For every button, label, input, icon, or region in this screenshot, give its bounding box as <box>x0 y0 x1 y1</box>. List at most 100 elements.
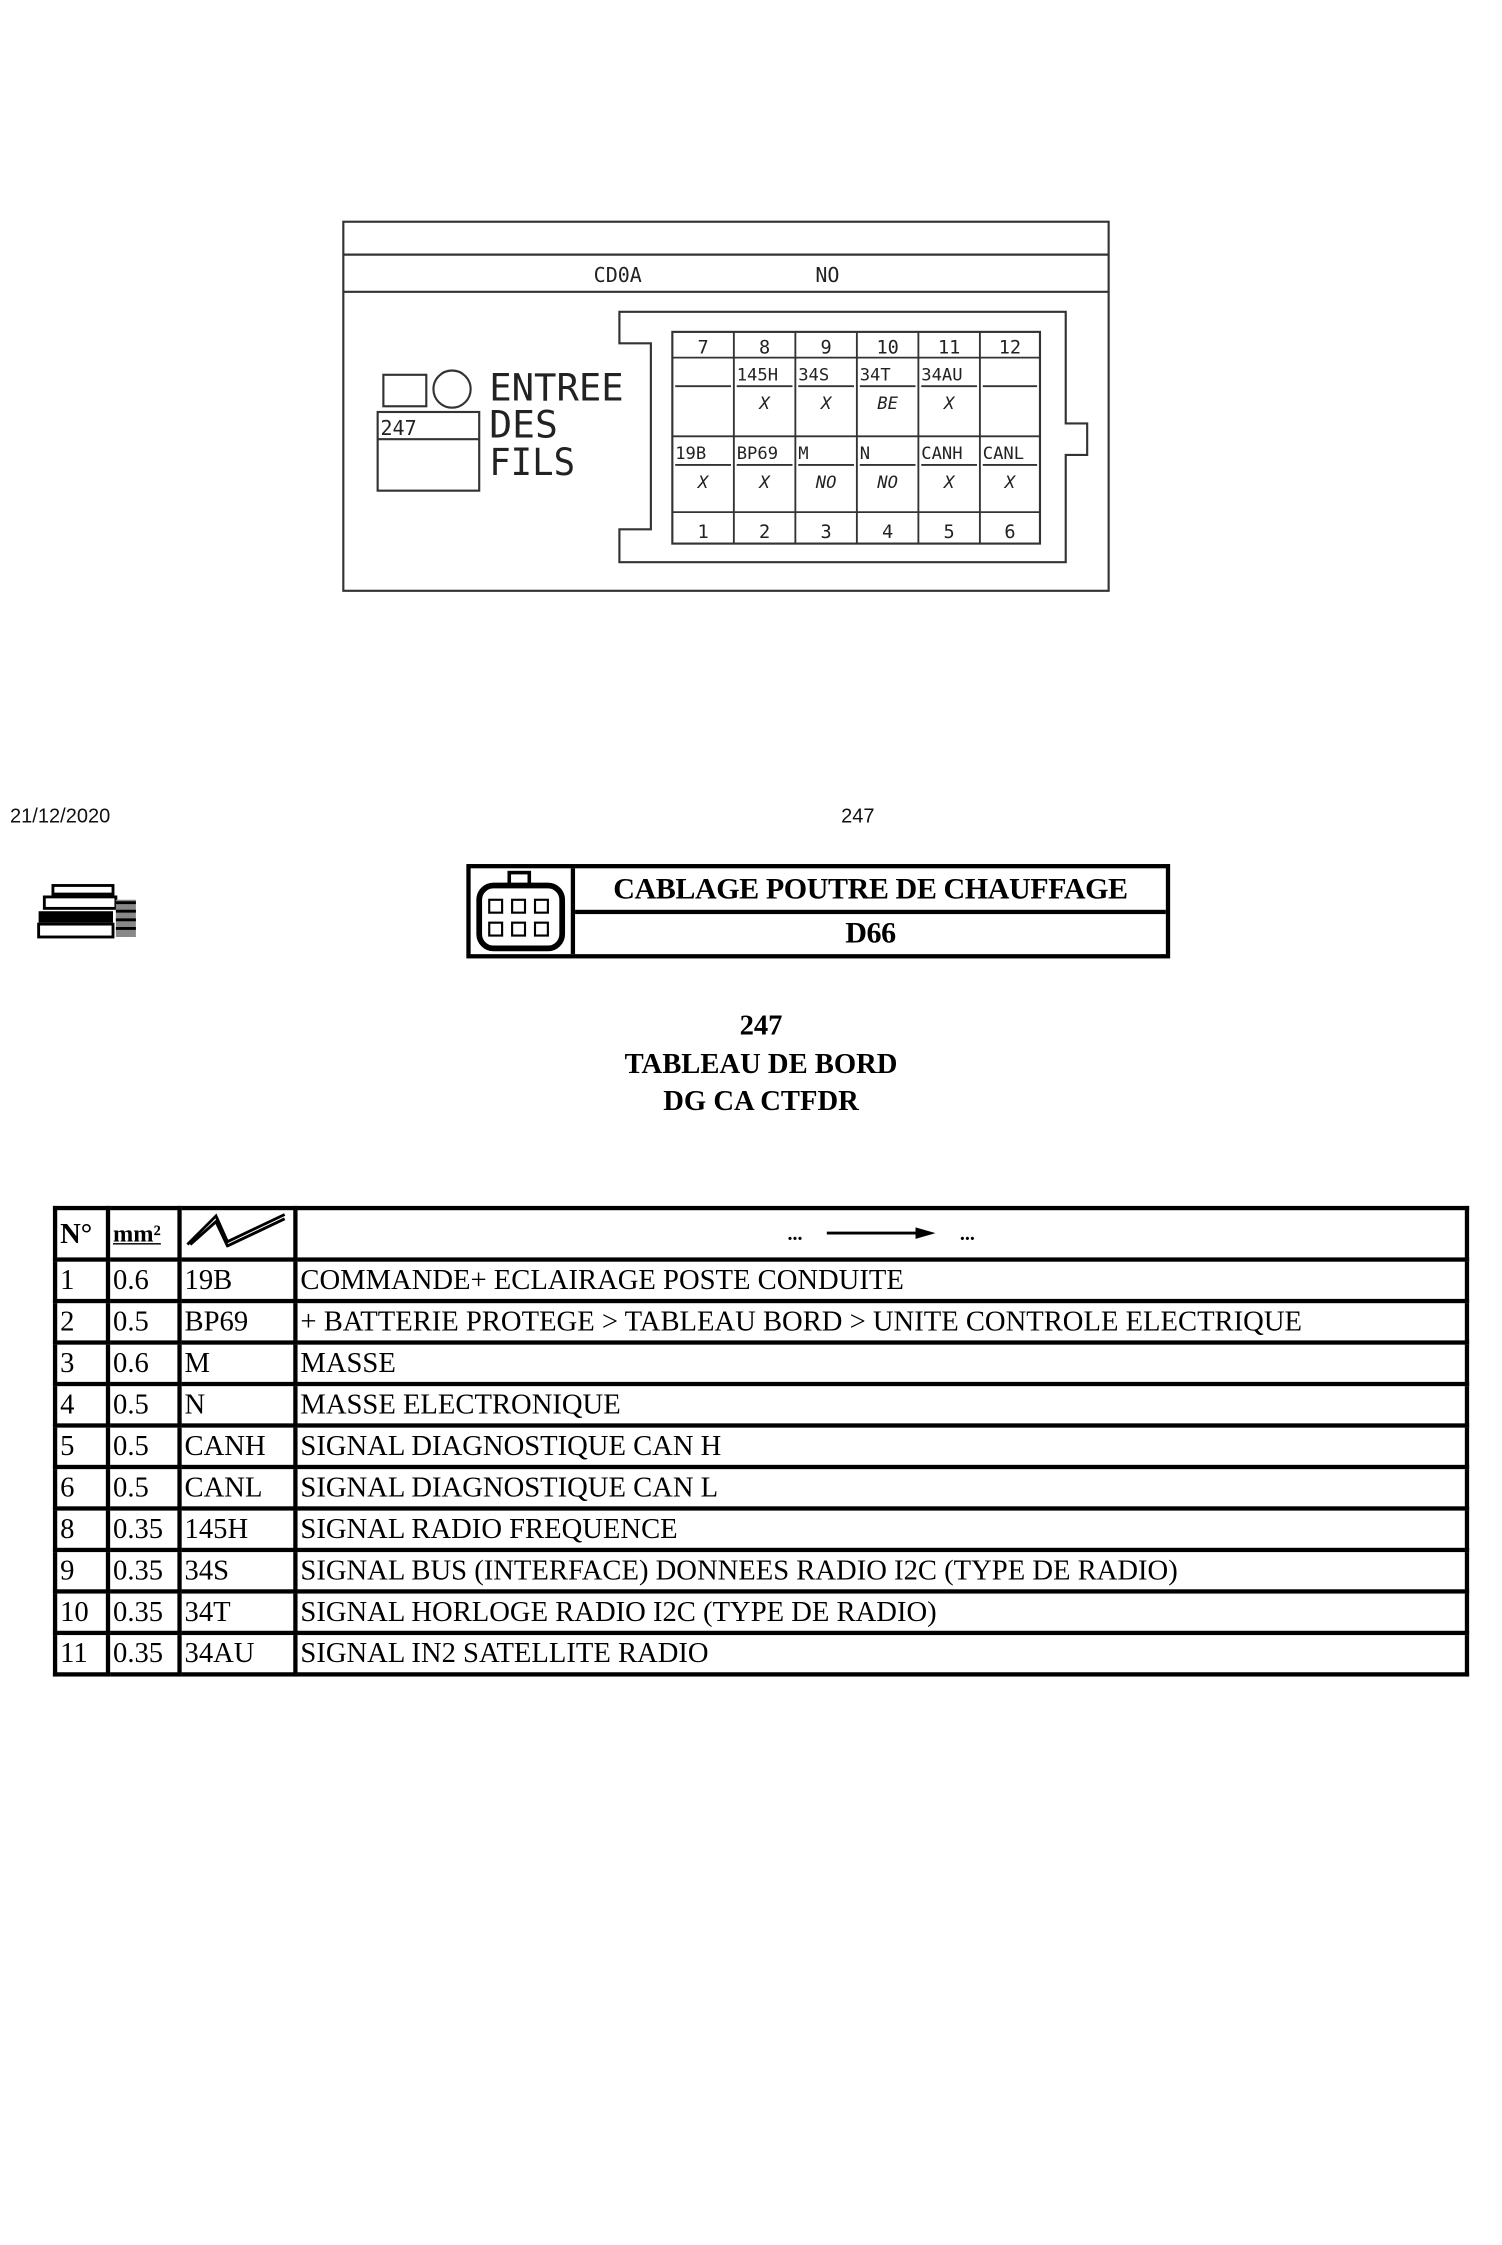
connector-diagram: CD0A NO 719BX18145HXBP69X2934SXMNO31034T… <box>342 220 1110 592</box>
pin-number: 12 <box>999 337 1021 358</box>
print-date: 21/12/2020 <box>10 803 111 827</box>
header-destination: ... ... <box>293 1205 1470 1262</box>
wire-section: 0.5 <box>105 1423 182 1470</box>
document-stack-icon <box>37 884 136 939</box>
connector-icon <box>471 868 576 955</box>
wire-number: 1 <box>52 1257 111 1304</box>
pin-wire-label: 34AU <box>921 366 962 386</box>
wire-number: 11 <box>52 1630 111 1677</box>
entry-label-1: ENTREE <box>489 366 623 410</box>
wire-description: SIGNAL BUS (INTERFACE) DONNEES RADIO I2C… <box>293 1547 1470 1594</box>
header-section: mm² <box>105 1205 182 1262</box>
wire-number: 9 <box>52 1547 111 1594</box>
wire-code: 145H <box>177 1506 298 1553</box>
destination-to: ... <box>959 1224 975 1246</box>
pin-wire-label: BP69 <box>737 444 778 464</box>
wire-description: COMMANDE+ ECLAIRAGE POSTE CONDUITE <box>293 1257 1470 1304</box>
wire-code: 34T <box>177 1589 298 1636</box>
pin-mark: X <box>942 473 956 493</box>
arrow-right-icon <box>826 1227 936 1239</box>
wire-number: 4 <box>52 1381 111 1428</box>
pin-wire-label: CANL <box>983 444 1024 464</box>
connector-housing <box>618 310 1089 564</box>
pin-wire-label: CANH <box>921 444 962 464</box>
pin-mark: X <box>819 394 833 414</box>
header-no: N° <box>52 1205 111 1262</box>
pin-mark: BE <box>877 394 898 414</box>
pin-number: 8 <box>759 337 770 358</box>
pin-wire-label: 19B <box>675 444 706 464</box>
connector-header: CABLAGE POUTRE DE CHAUFFAGE D66 <box>466 864 1171 959</box>
pin-mark: X <box>757 394 771 414</box>
wire-number: 10 <box>52 1589 111 1636</box>
pin-mark: X <box>757 473 771 493</box>
component-title-block: 247 TABLEAU DE BORD DG CA CTFDR <box>475 1007 1047 1121</box>
pin-number: 3 <box>821 522 832 543</box>
pin-mark: X <box>1003 473 1017 493</box>
wire-description: + BATTERIE PROTEGE > TABLEAU BORD > UNIT… <box>293 1298 1470 1345</box>
wire-number: 3 <box>52 1340 111 1387</box>
pin-number: 1 <box>697 522 708 543</box>
wire-code: CANH <box>177 1423 298 1470</box>
wire-code: BP69 <box>177 1298 298 1345</box>
wire-section: 0.35 <box>105 1630 182 1677</box>
wire-description: SIGNAL RADIO FREQUENCE <box>293 1506 1470 1553</box>
wire-section: 0.35 <box>105 1589 182 1636</box>
wire-section: 0.5 <box>105 1464 182 1511</box>
wire-code: M <box>177 1340 298 1387</box>
pin-wire-label: M <box>798 444 808 464</box>
pin-wire-label: 34T <box>860 366 891 386</box>
pin-mark: X <box>942 394 956 414</box>
pin-wire-label: 34S <box>798 366 829 386</box>
wire-section: 0.6 <box>105 1340 182 1387</box>
connector-status: NO <box>815 263 839 287</box>
pin-number: 7 <box>697 337 708 358</box>
wire-section: 0.35 <box>105 1506 182 1553</box>
pin-number: 2 <box>759 522 770 543</box>
component-name: TABLEAU DE BORD <box>624 1047 898 1080</box>
page-number: 247 <box>841 803 875 827</box>
component-number: 247 <box>739 1009 783 1042</box>
wire-number: 8 <box>52 1506 111 1553</box>
wire-number: 2 <box>52 1298 111 1345</box>
wire-description: SIGNAL IN2 SATELLITE RADIO <box>293 1630 1470 1677</box>
entry-label-2: DES <box>489 403 558 447</box>
circle-symbol <box>432 369 472 409</box>
wire-number: 5 <box>52 1423 111 1470</box>
pin-number: 11 <box>938 337 960 358</box>
wire-section: 0.35 <box>105 1547 182 1594</box>
square-symbol <box>382 373 428 408</box>
component-ref: 247 <box>381 416 417 440</box>
wire-description: SIGNAL DIAGNOSTIQUE CAN L <box>293 1464 1470 1511</box>
wire-code: N <box>177 1381 298 1428</box>
pin-number: 9 <box>821 337 832 358</box>
wire-number: 6 <box>52 1464 111 1511</box>
pin-mark: NO <box>815 473 837 493</box>
pin-wire-label: 145H <box>737 366 778 386</box>
pin-mark: X <box>696 473 710 493</box>
wire-code: 34S <box>177 1547 298 1594</box>
pin-number: 4 <box>882 522 893 543</box>
wire-description: SIGNAL HORLOGE RADIO I2C (TYPE DE RADIO) <box>293 1589 1470 1636</box>
table-header-row: N° mm² ... ... <box>52 1205 1470 1262</box>
wire-code: 19B <box>177 1257 298 1304</box>
connector-id: D66 <box>845 915 896 951</box>
harness-title: CABLAGE POUTRE DE CHAUFFAGE <box>575 868 1166 914</box>
wire-section: 0.6 <box>105 1257 182 1304</box>
wire-section: 0.5 <box>105 1298 182 1345</box>
pin-number: 6 <box>1004 522 1015 543</box>
destination-from: ... <box>787 1224 803 1246</box>
pin-wire-label: N <box>860 444 870 464</box>
wire-code: CANL <box>177 1464 298 1511</box>
connector-code: CD0A <box>594 263 642 287</box>
